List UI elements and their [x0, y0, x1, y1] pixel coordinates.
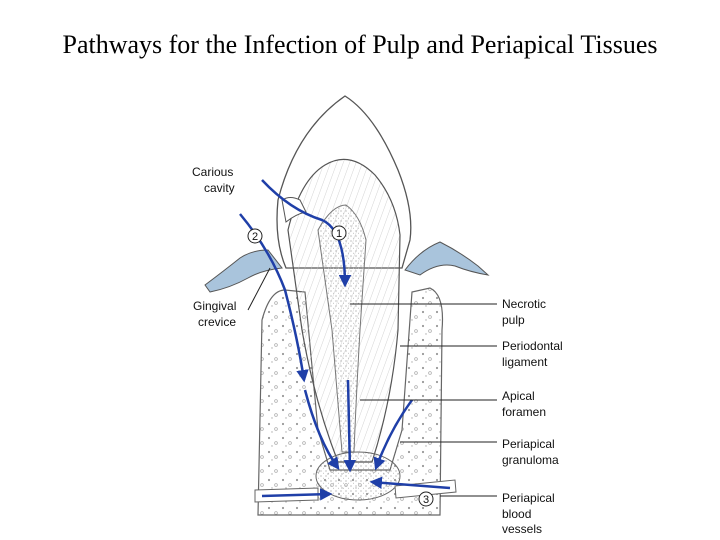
label-apical-foramen-line-2: foramen [502, 405, 546, 419]
label-periodontal-ligament: Periodontal ligament [502, 339, 563, 369]
pathway-marker-1: 1 [331, 225, 347, 241]
pathway-marker-3: 3 [418, 491, 434, 507]
label-periapical-granuloma-line-2: granuloma [502, 453, 559, 467]
label-carious-cavity-line-1: Carious [192, 165, 233, 179]
pulp-canal [317, 204, 367, 453]
gingiva-right [404, 241, 490, 276]
label-apical-foramen: Apical foramen [502, 389, 546, 419]
pathway-number-2: 2 [252, 231, 258, 243]
label-periapical-blood-vessels: Periapical blood vessels [502, 491, 555, 536]
label-carious-cavity: Carious cavity [192, 165, 235, 195]
pathway-arrow-3a [261, 488, 333, 501]
label-necrotic-pulp-line-2: pulp [502, 313, 525, 327]
label-periodontal-ligament-line-2: ligament [502, 355, 548, 369]
pathway-number-1: 1 [336, 228, 342, 240]
label-necrotic-pulp-line-1: Necrotic [502, 297, 546, 311]
pathway-arrow-2b [303, 389, 340, 471]
label-gingival-crevice: Gingival crevice [193, 299, 236, 329]
label-periapical-granuloma: Periapical granuloma [502, 437, 559, 467]
leader-lines [247, 267, 497, 497]
pathway-arrow-1b [343, 379, 357, 473]
label-gingival-crevice-line-1: Gingival [193, 299, 236, 313]
pathway-number-3: 3 [423, 494, 429, 506]
label-periapical-granuloma-line-1: Periapical [502, 437, 555, 451]
label-carious-cavity-line-2: cavity [204, 181, 235, 195]
label-periapical-blood-vessels-line-3: vessels [502, 522, 542, 536]
page-title: Pathways for the Infection of Pulp and P… [62, 30, 658, 59]
label-necrotic-pulp: Necrotic pulp [502, 297, 546, 327]
label-periodontal-ligament-line-1: Periodontal [502, 339, 563, 353]
pathway-arrow-3b [369, 476, 451, 490]
gingiva-left [204, 249, 283, 293]
pathway-arrow-1 [261, 179, 352, 288]
pathway-arrow-1c [373, 399, 414, 471]
label-apical-foramen-line-1: Apical [502, 389, 535, 403]
label-gingival-crevice-line-2: crevice [198, 315, 236, 329]
pathway-marker-2: 2 [247, 228, 263, 244]
label-periapical-blood-vessels-line-1: Periapical [502, 491, 555, 505]
label-periapical-blood-vessels-line-2: blood [502, 507, 531, 521]
